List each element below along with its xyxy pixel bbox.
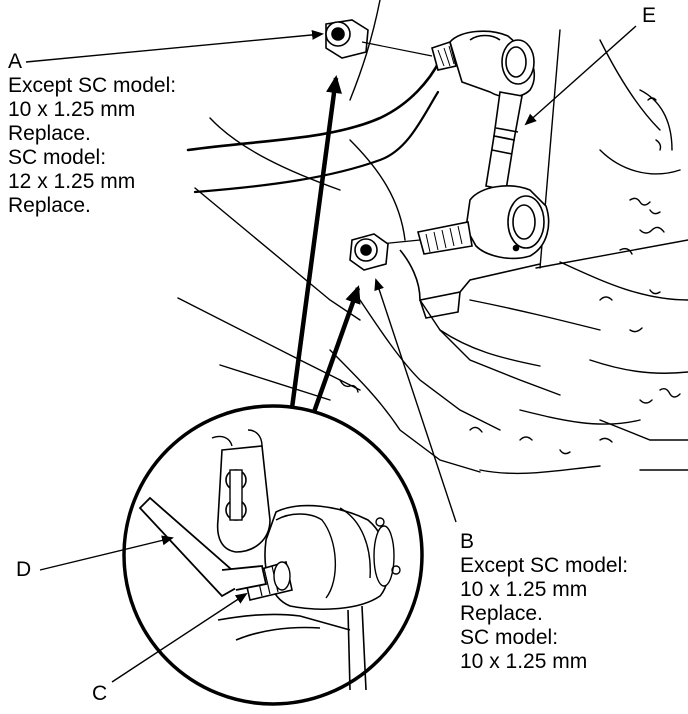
callout-a-line-4: SC model: [8, 146, 107, 169]
callout-a-line-1: Except SC model: [8, 74, 177, 97]
callout-b-line-5: 10 x 1.25 mm [460, 650, 588, 673]
callout-b-line-2: 10 x 1.25 mm [460, 578, 588, 601]
nut-a-guide-line [361, 41, 433, 57]
nut-b [349, 233, 389, 271]
lower-link-joint [399, 185, 550, 319]
callout-e-letter: E [642, 4, 657, 27]
callout-b-line-3: Replace. [460, 602, 543, 625]
callout-b: B Except SC model: 10 x 1.25 mm Replace.… [460, 530, 628, 674]
detail-arrows [289, 75, 361, 413]
callout-b-letter: B [460, 530, 475, 553]
callout-a-line-6: Replace. [8, 194, 91, 217]
callout-a-line-5: 12 x 1.25 mm [8, 170, 136, 193]
callout-b-line-4: SC model: [460, 626, 559, 649]
detail-view [122, 404, 424, 706]
callout-d-letter: D [16, 558, 32, 581]
callout-a-line-3: Replace. [8, 122, 91, 145]
leader-lines [25, 25, 637, 683]
upper-link-joint [431, 30, 536, 98]
callout-c-letter: C [92, 682, 108, 705]
callout-a-line-2: 10 x 1.25 mm [8, 98, 136, 121]
stabilizer-link-rod [485, 91, 523, 191]
callout-a: A Except SC model: 10 x 1.25 mm Replace.… [8, 50, 176, 218]
background-structure [177, 0, 688, 475]
nut-a [325, 19, 369, 59]
callout-a-letter: A [8, 50, 23, 73]
callout-b-line-1: Except SC model: [460, 554, 629, 577]
